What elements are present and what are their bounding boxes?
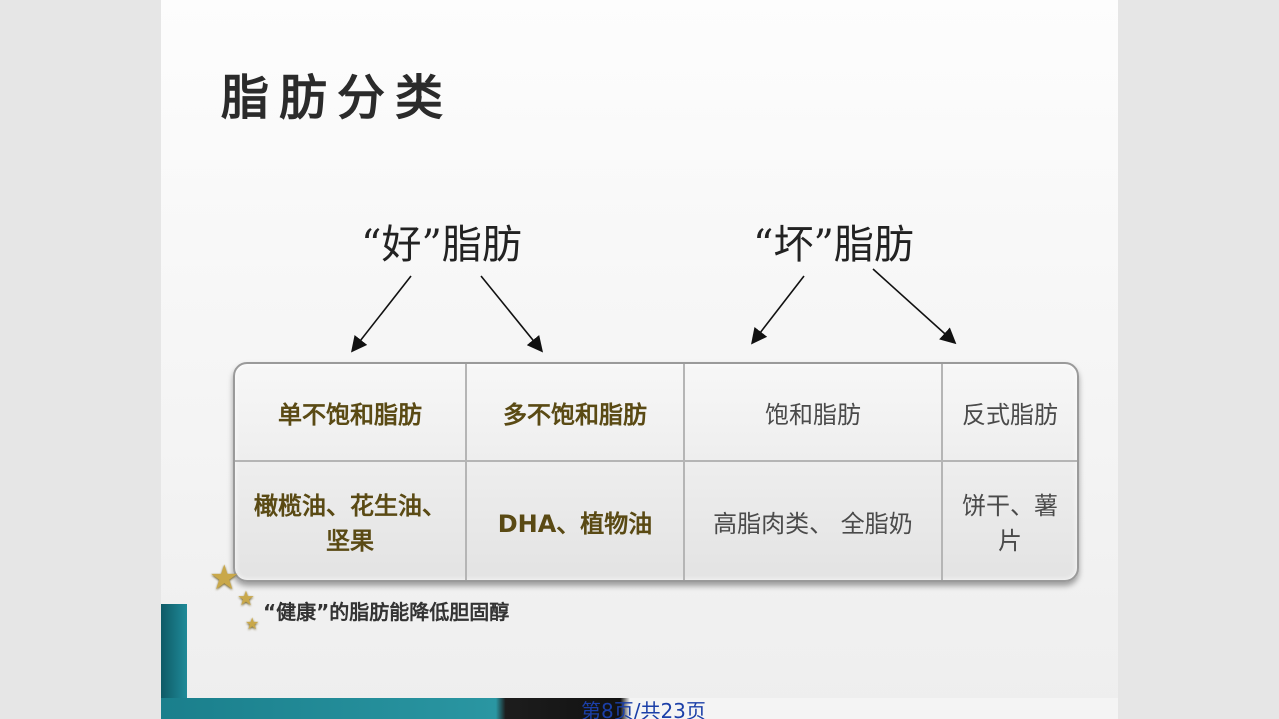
arrow-good-left [351, 275, 412, 353]
healthy-fat-note: “健康”的脂肪能降低胆固醇 [263, 600, 510, 624]
examples-monounsaturated: 橄榄油、花生油、坚果 [235, 461, 467, 580]
header-monounsaturated: 单不饱和脂肪 [235, 364, 467, 462]
slide: 脂肪分类 “好”脂肪 “坏”脂肪 单不饱和脂肪 多不饱和脂肪 饱和脂肪 反式脂肪… [161, 0, 1118, 719]
bad-fat-label: “坏”脂肪 [753, 222, 914, 268]
arrow-bad-left [751, 275, 805, 345]
arrows [351, 268, 957, 353]
examples-trans: 饼干、薯片 [962, 492, 1058, 555]
bottom-bar [161, 698, 1118, 719]
slide-title: 脂肪分类 [221, 70, 454, 126]
fat-types-table: 单不饱和脂肪 多不饱和脂肪 饱和脂肪 反式脂肪 橄榄油、花生油、坚果 DHA、植… [233, 362, 1079, 582]
star-icon-small: ★ [245, 614, 260, 633]
table-examples-row: 橄榄油、花生油、坚果 DHA、植物油 高脂肉类、 全脂奶 饼干、薯片 [235, 461, 1077, 580]
good-fat-label: “好”脂肪 [361, 222, 522, 268]
table-header-row: 单不饱和脂肪 多不饱和脂肪 饱和脂肪 反式脂肪 [235, 364, 1077, 462]
examples-saturated: 高脂肉类、 全脂奶 [684, 461, 943, 580]
star-icon-medium: ★ [237, 586, 255, 610]
header-polyunsaturated: 多不饱和脂肪 [466, 364, 685, 462]
header-trans: 反式脂肪 [942, 364, 1077, 462]
header-saturated: 饱和脂肪 [684, 364, 943, 462]
page-indicator: 第8页/共23页 [581, 699, 706, 719]
arrow-bad-right [872, 268, 957, 345]
examples-polyunsaturated: DHA、植物油 [466, 461, 685, 580]
arrow-good-right [480, 275, 544, 353]
star-icon-large: ★ [209, 558, 240, 598]
